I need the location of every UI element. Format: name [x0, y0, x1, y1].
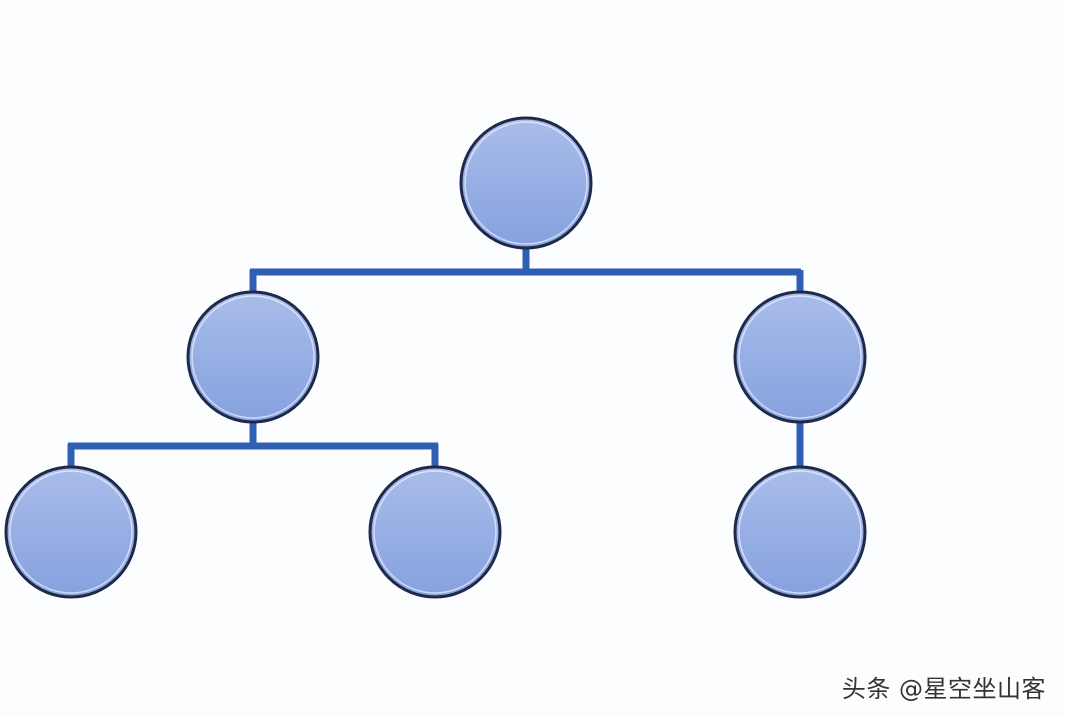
node-right-child-highlight: [738, 470, 862, 594]
node-left-right: [368, 465, 502, 599]
watermark-text: 头条 @星空坐山客: [841, 675, 1046, 703]
node-highlights: [9, 121, 862, 594]
node-root-highlight: [464, 121, 588, 245]
node-left-right-highlight: [373, 470, 497, 594]
node-left: [186, 290, 320, 424]
node-right-highlight: [738, 295, 862, 419]
node-left-left: [4, 465, 138, 599]
nodes: [4, 116, 867, 599]
node-left-highlight: [191, 295, 315, 419]
node-left-left-highlight: [9, 470, 133, 594]
connectors: [67, 248, 804, 468]
node-right-child: [733, 465, 867, 599]
node-right: [733, 290, 867, 424]
node-root: [459, 116, 593, 250]
